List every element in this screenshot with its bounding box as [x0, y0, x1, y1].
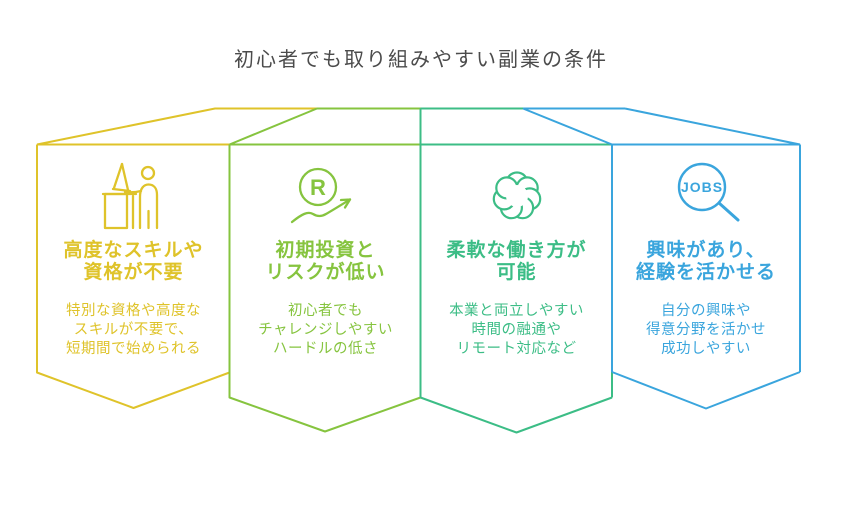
- panel-low-initial-investment-risk: R 初期投資と リスクが低い 初心者でも チャレンジしやすい ハードルの低さ: [230, 144, 421, 404]
- panel-description: 初心者でも チャレンジしやすい ハードルの低さ: [258, 303, 393, 357]
- registered-mark-growth-arrow-icon: R: [288, 167, 353, 226]
- panel-leverage-interest-experience: JOBS 興味があり、 経験を活かせる 自分の興味や 得意分野を活かせ 成功しや…: [612, 144, 800, 404]
- panel-description: 自分の興味や 得意分野を活かせ 成功しやすい: [646, 303, 766, 357]
- panel-title: 柔軟な働き方が 可能: [446, 240, 587, 283]
- panel-title: 興味があり、 経験を活かせる: [635, 240, 776, 283]
- jobs-lens-label: JOBS: [681, 179, 723, 195]
- fluffy-yarn-ball-icon: [492, 171, 541, 220]
- panel-no-advanced-skills: 高度なスキルや 資格が不要 特別な資格や高度な スキルが不要で、 短期間で始めら…: [37, 144, 230, 404]
- panel-title: 初期投資と リスクが低い: [265, 240, 386, 283]
- panel-description: 特別な資格や高度な スキルが不要で、 短期間で始められる: [66, 303, 201, 357]
- page-title: 初心者でも取り組みやすい副業の条件: [234, 49, 608, 71]
- presenter-at-desk-icon: [101, 162, 158, 230]
- panel-1-outline: [36, 107, 317, 409]
- panel-2-outline: [228, 107, 421, 433]
- panel-flexible-work-style: 柔軟な働き方が 可能 本業と両立しやすい 時間の融通や リモート対応など: [421, 144, 612, 404]
- registered-r-label: R: [310, 175, 326, 200]
- panel-description: 本業と両立しやすい 時間の融通や リモート対応など: [449, 303, 584, 357]
- panel-4-outline: [522, 107, 801, 410]
- panel-title: 高度なスキルや 資格が不要: [63, 240, 204, 283]
- jobs-magnifier-icon: JOBS: [677, 162, 740, 222]
